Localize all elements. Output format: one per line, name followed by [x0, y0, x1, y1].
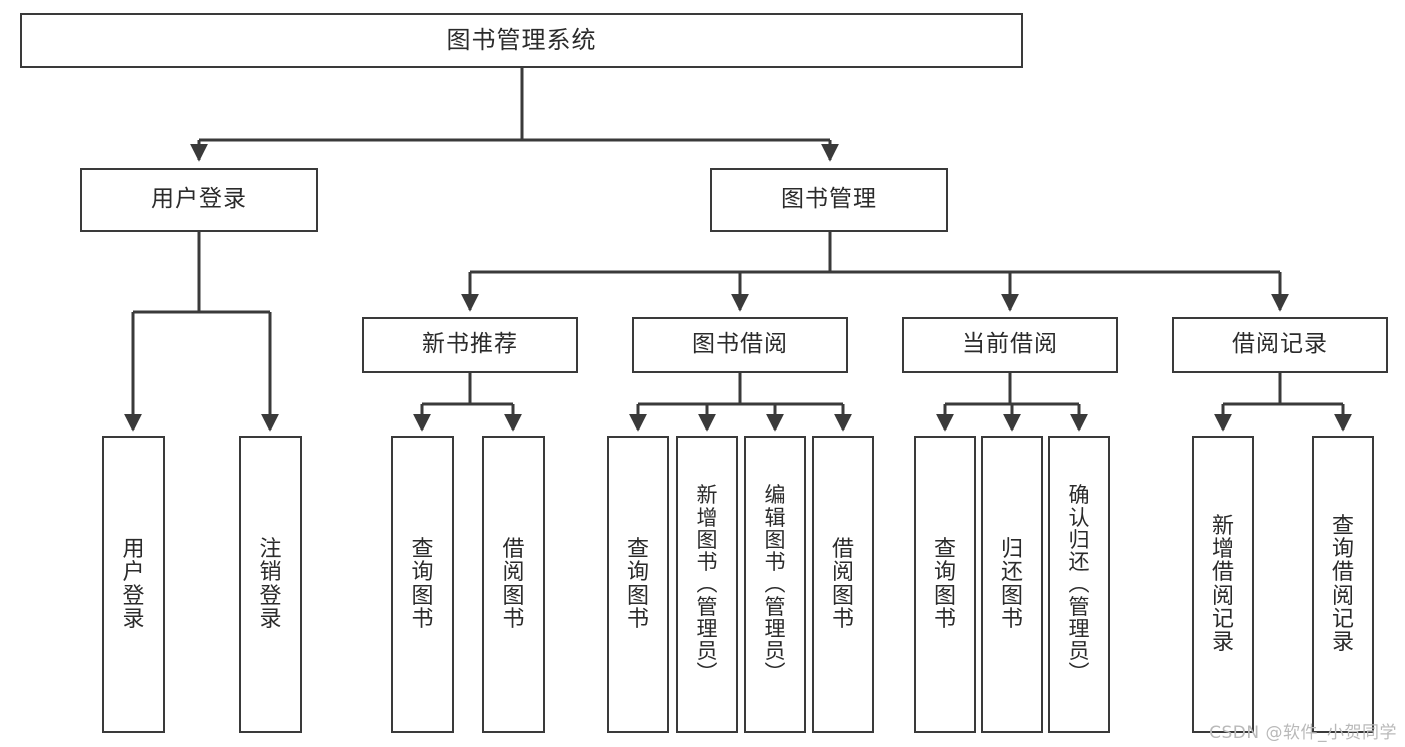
leaf-user-login[interactable]: 用 户 登 录: [102, 436, 165, 733]
node-root-book-management-system[interactable]: 图书管理系统: [20, 13, 1023, 68]
node-book-borrow[interactable]: 图书借阅: [632, 317, 848, 373]
leaf-label: 查 询 图 书: [933, 536, 956, 632]
node-new-book-recommend[interactable]: 新书推荐: [362, 317, 578, 373]
leaf-logout-login[interactable]: 注 销 登 录: [239, 436, 302, 733]
node-label: 当前借阅: [962, 331, 1058, 358]
node-borrow-record[interactable]: 借阅记录: [1172, 317, 1388, 373]
leaf-label: 用 户 登 录: [122, 536, 145, 632]
leaf-label: 借 阅 图 书: [502, 536, 525, 632]
leaf-label: 新 增 借 阅 记 录: [1211, 513, 1234, 656]
leaf-label: 编 辑 图 书 ︵ 管 理 员 ︶: [764, 483, 786, 686]
leaf-label: 归 还 图 书: [1000, 536, 1023, 632]
leaf-borrow-book[interactable]: 借 阅 图 书: [812, 436, 874, 733]
leaf-label: 查 询 图 书: [626, 536, 649, 632]
node-book-management[interactable]: 图书管理: [710, 168, 948, 232]
leaf-query-book-current[interactable]: 查 询 图 书: [914, 436, 976, 733]
leaf-add-book-admin[interactable]: 新 增 图 书 ︵ 管 理 员 ︶: [676, 436, 738, 733]
node-current-borrow[interactable]: 当前借阅: [902, 317, 1118, 373]
leaf-confirm-return-admin[interactable]: 确 认 归 还 ︵ 管 理 员 ︶: [1048, 436, 1110, 733]
leaf-label: 借 阅 图 书: [831, 536, 854, 632]
leaf-query-book-borrow[interactable]: 查 询 图 书: [607, 436, 669, 733]
leaf-query-borrow-record[interactable]: 查 询 借 阅 记 录: [1312, 436, 1374, 733]
node-label: 图书管理: [781, 186, 877, 213]
leaf-label: 注 销 登 录: [259, 536, 282, 632]
csdn-watermark: CSDN @软件_小贺同学: [1209, 723, 1397, 743]
node-label: 用户登录: [151, 186, 247, 213]
leaf-edit-book-admin[interactable]: 编 辑 图 书 ︵ 管 理 员 ︶: [744, 436, 806, 733]
leaf-return-book[interactable]: 归 还 图 书: [981, 436, 1043, 733]
leaf-label: 确 认 归 还 ︵ 管 理 员 ︶: [1068, 483, 1090, 686]
node-label: 图书借阅: [692, 331, 788, 358]
leaf-label: 查 询 借 阅 记 录: [1331, 513, 1354, 656]
leaf-label: 查 询 图 书: [411, 536, 434, 632]
node-label: 新书推荐: [422, 331, 518, 358]
node-label: 借阅记录: [1232, 331, 1328, 358]
leaf-borrow-book-recommend[interactable]: 借 阅 图 书: [482, 436, 545, 733]
node-label: 图书管理系统: [446, 26, 597, 55]
node-user-login[interactable]: 用户登录: [80, 168, 318, 232]
leaf-add-borrow-record[interactable]: 新 增 借 阅 记 录: [1192, 436, 1254, 733]
leaf-label: 新 增 图 书 ︵ 管 理 员 ︶: [696, 483, 718, 686]
leaf-query-book-recommend[interactable]: 查 询 图 书: [391, 436, 454, 733]
